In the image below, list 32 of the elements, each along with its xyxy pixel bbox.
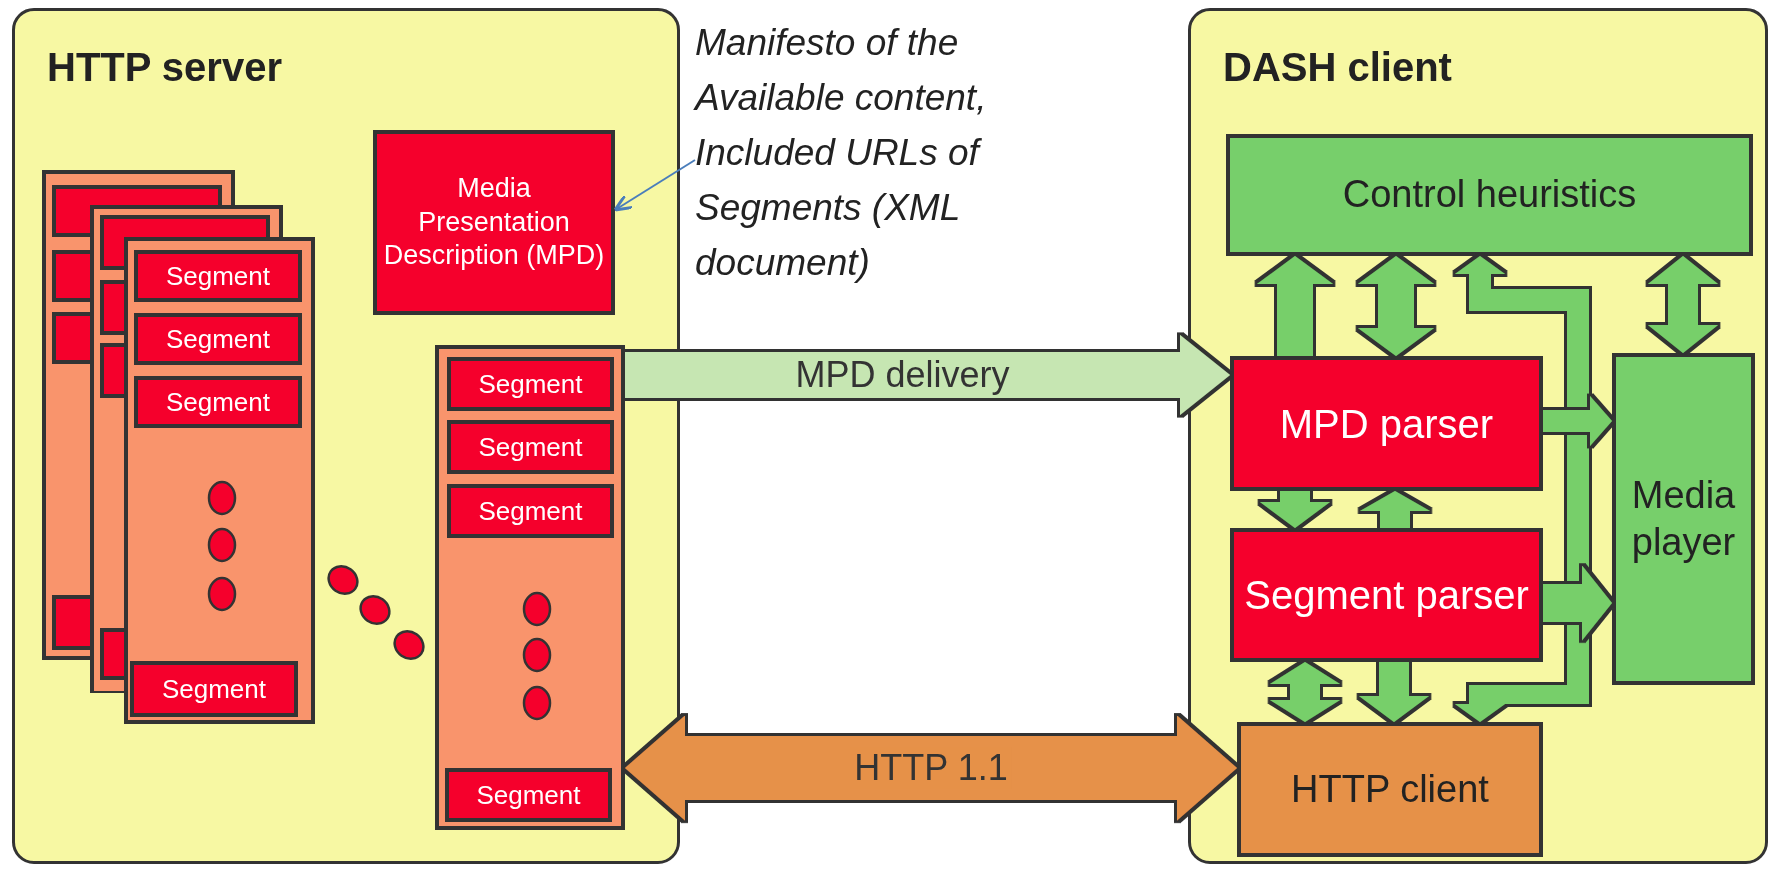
block-arrow	[625, 715, 1237, 821]
segment-box: Segment	[447, 357, 614, 411]
parser-box: MPD parser	[1230, 356, 1543, 491]
component-box: HTTP client	[1237, 722, 1543, 857]
panel	[1188, 8, 1768, 864]
segment-box: Segment	[130, 661, 298, 717]
segment-list-card	[90, 205, 124, 693]
block-arrow	[1543, 396, 1612, 446]
segment-list-card	[42, 170, 90, 660]
parser-box: Segment parser	[1230, 528, 1543, 662]
segment-box: Segment	[134, 313, 302, 365]
block-arrow	[1648, 256, 1718, 353]
block-arrow	[1455, 256, 1589, 722]
block-arrow	[1360, 491, 1430, 528]
block-arrow	[625, 335, 1230, 415]
segment-box: Segment	[447, 484, 614, 538]
annotation-text: Manifesto of the Available content, Included URLs of Segments (XML document)	[695, 15, 1060, 300]
document-box: Media Presentation Description (MPD)	[373, 130, 615, 315]
segment-box: Segment	[134, 376, 302, 428]
segment-list-card	[435, 345, 625, 830]
panel-title: HTTP server	[47, 45, 282, 90]
component-box: Media player	[1612, 353, 1755, 685]
segment-box: Segment	[447, 420, 614, 474]
segment-list-card	[124, 237, 315, 724]
panel	[12, 8, 680, 864]
block-arrow	[1260, 491, 1330, 528]
block-arrow	[1358, 256, 1434, 356]
panel-title: DASH client	[1223, 45, 1452, 90]
block-arrow	[1270, 662, 1340, 722]
component-box: Control heuristics	[1226, 134, 1753, 256]
segment-box: Segment	[134, 250, 302, 302]
segment-box: Segment	[445, 768, 612, 822]
